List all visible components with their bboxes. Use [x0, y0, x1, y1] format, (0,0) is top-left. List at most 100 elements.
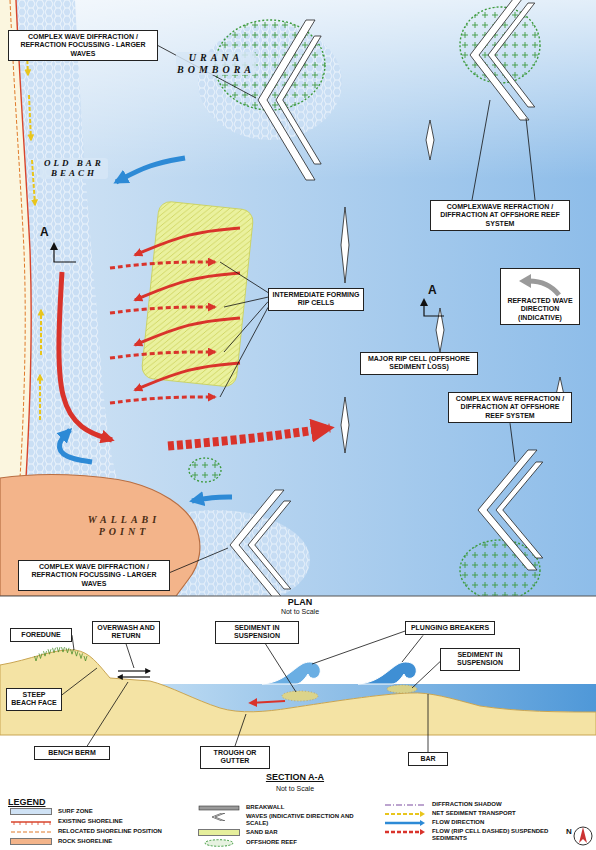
legend-text: ROCK SHORELINE — [58, 838, 176, 845]
legend-entry: FLOW DIRECTION — [432, 819, 550, 826]
overwash-arrow — [118, 670, 150, 671]
section-label-box: BAR — [408, 752, 448, 766]
legend-text: DIFFRACTION SHADOW — [432, 801, 550, 808]
callout-text: COMPLEX WAVE REFRACTION / DIFFRACTION AT… — [452, 395, 568, 420]
leader-line — [72, 635, 74, 650]
wave-crest — [341, 397, 349, 453]
major-rip-arrow — [168, 428, 330, 446]
leader-line — [428, 694, 429, 752]
leader-line — [62, 668, 97, 695]
callout-text: TROUGH OR GUTTER — [204, 749, 266, 766]
leader-line — [158, 46, 256, 98]
wave-chevron — [276, 36, 321, 164]
rip-cell-arrow — [135, 318, 240, 345]
legend-title: LEGEND — [8, 797, 46, 807]
dune-vegetation — [44, 651, 47, 656]
callout-text: OVERWASH AND RETURN — [96, 624, 156, 641]
net-sediment-arrow — [32, 160, 35, 205]
callout-box: COMPLEX WAVE REFRACTION / DIFFRACTION AT… — [448, 392, 572, 423]
reef-name: URANA BOMBORA — [176, 52, 256, 75]
dune-vegetation — [62, 647, 65, 652]
leader-line — [224, 297, 268, 307]
plunging-breaker — [262, 662, 320, 684]
net-sediment-arrow — [40, 310, 42, 355]
legend-sample — [420, 820, 425, 826]
legend-text: EXISTING SHORELINE — [58, 818, 176, 825]
callout-text: MAJOR RIP CELL (OFFSHORE SEDIMENT LOSS) — [364, 355, 474, 372]
north-arrow — [579, 827, 587, 843]
leader-line — [472, 100, 490, 200]
leader-line — [402, 635, 423, 662]
wave-chevron — [488, 3, 535, 107]
legend-sample — [44, 822, 45, 825]
callout-text: BAR — [412, 755, 444, 763]
wave-crest — [341, 207, 349, 283]
legend-sample — [384, 801, 426, 809]
leader-line — [170, 548, 228, 572]
legend-sample — [385, 822, 420, 825]
overwash-arrow — [118, 676, 150, 677]
legend-entry: OFFSHORE REEF — [246, 839, 364, 846]
callout-box: MAJOR RIP CELL (OFFSHORE SEDIMENT LOSS) — [360, 352, 478, 375]
section-label-box: SEDIMENT IN SUSPENSION — [215, 621, 299, 644]
callout-text: INTERMEDIATE FORMING RIP CELLS — [272, 291, 360, 308]
legend-sample — [32, 822, 33, 825]
legend-sample — [385, 813, 420, 815]
rip-feed-arrow — [59, 272, 112, 440]
callout-box: COMPLEXWAVE REFRACTION / DIFFRACTION AT … — [430, 200, 570, 231]
legend-entry: DIFFRACTION SHADOW — [432, 801, 550, 808]
legend-sample — [385, 804, 425, 805]
section-label-box: PLUNGING BREAKERS — [405, 621, 495, 635]
wave-chevron — [496, 462, 543, 558]
callout-text: FOREDUNE — [14, 631, 68, 639]
legend-sample — [384, 828, 426, 836]
view-title: PLAN — [250, 597, 350, 607]
view-title: SECTION A-A — [230, 772, 360, 782]
legend-sample — [11, 831, 51, 832]
wave-chevron — [230, 490, 284, 596]
section-marker-label: A — [428, 284, 437, 298]
plan-border — [0, 596, 596, 597]
legend-text: WAVES (INDICATIVE DIRECTION AND SCALE) — [246, 813, 364, 827]
legend-text: SURF ZONE — [58, 808, 176, 815]
dune-vegetation — [75, 651, 78, 656]
section-marker — [54, 246, 76, 262]
legend-sample — [198, 839, 240, 847]
existing-shoreline — [16, 0, 31, 478]
suspended-sediment — [282, 691, 318, 701]
dune-vegetation — [39, 653, 42, 658]
legend-entry: NET SEDIMENT TRANSPORT — [432, 810, 550, 817]
legend-swatch — [10, 838, 52, 845]
legend-sample — [212, 813, 225, 821]
legend-entry: BREAKWALL — [246, 804, 364, 811]
net-sediment-arrow — [39, 375, 41, 420]
flow-arrow — [116, 158, 185, 182]
legend-text: RELOCATED SHORELINE POSITION — [58, 828, 176, 835]
scale-note: Not to Scale — [230, 785, 360, 793]
callout-text: SEDIMENT IN SUSPENSION — [444, 651, 516, 668]
legend-sample — [38, 822, 39, 825]
legend-entry: RELOCATED SHORELINE POSITION — [58, 828, 176, 835]
section-marker-label: A — [40, 226, 49, 240]
legend-sample — [385, 831, 420, 834]
wave-crest — [436, 308, 444, 352]
callout-text: REFRACTED WAVE DIRECTION (INDICATIVE) — [504, 297, 576, 322]
legend-text: FLOW DIRECTION — [432, 819, 550, 826]
dune-vegetation — [80, 653, 83, 658]
section-label-box: STEEP BEACH FACE — [6, 688, 62, 711]
section-label-box: BENCH BERM — [34, 746, 110, 760]
leader-line — [526, 118, 535, 200]
legend-entry: SURF ZONE — [58, 808, 176, 815]
legend-sample — [384, 810, 426, 818]
leader-line — [126, 644, 134, 668]
section-label-box: TROUGH OR GUTTER — [200, 746, 270, 769]
leader-line — [312, 631, 405, 664]
legend-text: BREAKWALL — [246, 804, 364, 811]
wave-chevron — [248, 501, 291, 589]
legend-sample — [14, 822, 15, 825]
wave-crest — [426, 120, 434, 160]
rip-cell-arrow — [110, 307, 215, 313]
dune-vegetation — [71, 649, 74, 654]
leader-line — [510, 423, 515, 462]
